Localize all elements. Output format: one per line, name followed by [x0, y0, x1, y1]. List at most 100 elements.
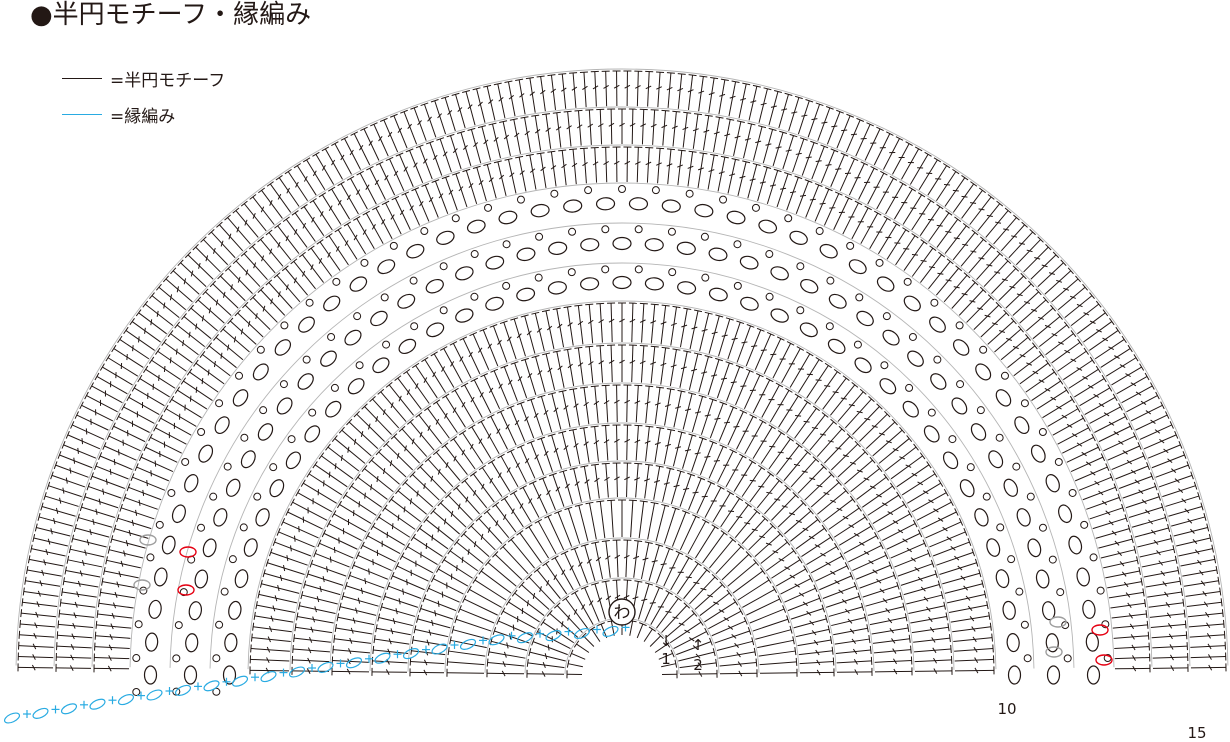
stitch-post — [1171, 516, 1206, 527]
stitch-cross-bar — [110, 623, 114, 630]
stitch-top-bar — [415, 412, 423, 418]
stitch-post — [474, 579, 507, 601]
stitch-cross-bar — [920, 260, 927, 262]
stitch-cross-bar — [311, 216, 315, 223]
row-1-number: 1 — [661, 650, 671, 668]
stitch-post — [758, 88, 768, 123]
stitch-top-bar — [862, 513, 868, 521]
stitch-cross-bar — [98, 498, 101, 505]
stitch-cross-bar — [1012, 345, 1019, 350]
bobble-stitch — [287, 435, 296, 444]
stitch-cross-bar — [1126, 459, 1133, 465]
stitch-top-bar — [1179, 577, 1182, 586]
stitch-cross-bar — [222, 291, 226, 298]
stitch-cross-bar — [1019, 354, 1026, 358]
stitch-top-bar — [1102, 309, 1109, 317]
bobble-stitch — [1061, 621, 1070, 630]
stitch-post — [183, 316, 212, 340]
stitch-cross-bar — [624, 438, 631, 443]
bobble-stitch — [235, 371, 244, 380]
stitch-top-bar — [892, 571, 897, 580]
picot-stitch — [485, 255, 505, 270]
stitch-top-bar — [725, 317, 734, 321]
stitch-post — [335, 627, 373, 635]
stitch-cross-bar — [1076, 367, 1083, 371]
stitch-top-bar — [812, 456, 820, 463]
stitch-post — [700, 399, 714, 435]
picot-stitch — [995, 569, 1010, 589]
stitch-cross-bar — [660, 563, 667, 566]
stitch-top-bar — [291, 210, 299, 216]
stitch-post — [383, 119, 399, 153]
edging-row — [3, 623, 630, 724]
stitch-top-bar — [478, 464, 486, 471]
stitch-top-bar — [729, 536, 737, 543]
stitch-post — [502, 546, 529, 575]
stitch-cross-bar — [1056, 405, 1062, 410]
stitch-post — [1111, 455, 1145, 470]
stitch-post — [295, 626, 333, 634]
edging-chain — [203, 680, 220, 692]
stitch-post — [867, 494, 899, 516]
stitch-top-bar — [828, 533, 834, 541]
stitch-cross-bar — [795, 519, 802, 523]
stitch-post — [557, 511, 573, 547]
stitch-cross-bar — [307, 657, 311, 664]
stitch-post — [692, 114, 699, 149]
stitch-cross-bar — [852, 648, 858, 655]
picot-stitch — [595, 197, 616, 211]
stitch-post — [1057, 350, 1087, 372]
bobble-stitch — [332, 277, 341, 286]
stitch-post — [235, 210, 259, 238]
stitch-cross-bar — [33, 632, 37, 639]
stitch-top-bar — [661, 304, 670, 307]
stitch-top-bar — [698, 618, 704, 626]
stitch-post — [789, 353, 811, 388]
stitch-top-bar — [193, 359, 199, 367]
stitch-top-bar — [472, 87, 481, 91]
stitch-top-bar — [601, 580, 610, 583]
stitch-top-bar — [1182, 598, 1185, 607]
stitch-cross-bar — [577, 362, 584, 367]
stitch-post — [469, 588, 502, 608]
stitch-post — [599, 501, 606, 539]
stitch-post — [250, 658, 290, 662]
stitch-top-bar — [789, 625, 793, 634]
stitch-post — [424, 184, 439, 218]
stitch-cross-bar — [613, 160, 620, 165]
stitch-post — [445, 395, 466, 428]
bobble-stitch — [146, 553, 155, 562]
stitch-top-bar — [148, 356, 155, 364]
stitch-post — [333, 513, 367, 533]
stitch-top-bar — [53, 461, 58, 470]
stitch-post — [464, 480, 488, 509]
picot-stitch — [516, 247, 536, 262]
bobble-stitch — [996, 523, 1005, 532]
stitch-post — [86, 395, 118, 413]
stitch-post — [459, 608, 495, 624]
stitch-top-bar — [409, 657, 412, 666]
stitch-top-bar — [355, 551, 360, 560]
stitch-post — [663, 508, 677, 544]
stitch-post — [734, 511, 758, 539]
stitch-cross-bar — [65, 477, 68, 484]
stitch-top-bar — [50, 471, 54, 480]
stitch-cross-bar — [462, 145, 468, 150]
stitch-post — [472, 333, 490, 371]
stitch-top-bar — [773, 168, 782, 173]
stitch-cross-bar — [973, 646, 978, 653]
stitch-post — [529, 651, 566, 662]
stitch-post — [258, 593, 298, 604]
stitch-post — [665, 613, 695, 638]
stitch-post — [861, 485, 893, 508]
stitch-post — [33, 537, 68, 547]
row-marker-1: ↓ 1 — [660, 632, 673, 668]
bobble-stitch — [1020, 620, 1029, 629]
stitch-top-bar — [525, 153, 534, 157]
stitch-cross-bar — [850, 133, 857, 136]
stitch-top-bar — [1063, 321, 1070, 329]
stitch-top-bar — [919, 452, 926, 460]
stitch-post — [936, 171, 957, 202]
stitch-top-bar — [1139, 363, 1145, 371]
stitch-cross-bar — [910, 557, 916, 562]
